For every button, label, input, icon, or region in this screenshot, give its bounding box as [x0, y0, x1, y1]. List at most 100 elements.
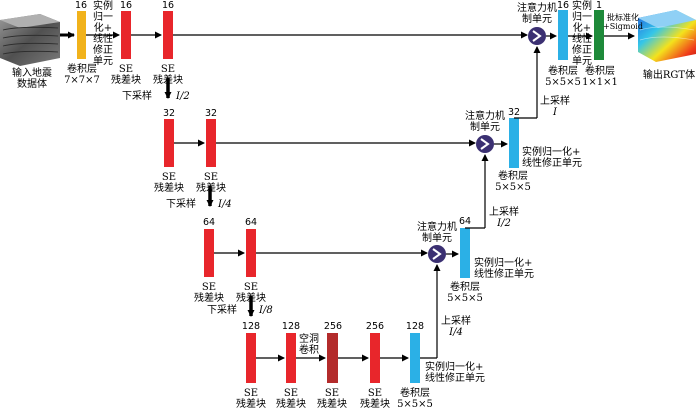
- channels-conv-l2: 32: [507, 107, 521, 118]
- conv-in-size: 7×7×7: [64, 75, 100, 86]
- se-label-l4-dilated: SE 残差块: [312, 388, 352, 410]
- conv555-size: 5×5×5: [545, 77, 581, 88]
- channels-l3-a: 64: [202, 217, 216, 228]
- channels-l4-a: 128: [241, 321, 261, 332]
- conv555-size: 5×5×5: [495, 182, 531, 193]
- channels-l1-a: 16: [119, 0, 133, 11]
- inorm-text: 修正: [572, 45, 592, 56]
- channels-conv-l4: 128: [405, 321, 425, 332]
- se-block-l2-a: [164, 119, 174, 167]
- conv555-label-l3: 卷积层 5×5×5: [442, 282, 488, 304]
- channels-l3-b: 64: [244, 217, 258, 228]
- conv555-text: 卷积层: [498, 171, 528, 182]
- channels-l4-b: 128: [281, 321, 301, 332]
- attention-unit-l1: [528, 27, 546, 45]
- channels-l1-b: 16: [161, 0, 175, 11]
- inorm-text: 线性: [572, 34, 592, 45]
- inorm-relu-vertical-right: 实例 归一 化+ 线性 修正 单元: [570, 1, 594, 67]
- inorm-text: 化+: [572, 23, 592, 34]
- channels-l2-a: 32: [162, 108, 176, 119]
- upsample-rate: I/2: [497, 218, 511, 229]
- se-label-line1: SE: [324, 388, 340, 399]
- downsample-rate-1: I/2: [176, 91, 190, 102]
- se-block-l1-b: [163, 11, 173, 59]
- input-label-line2: 数据体: [17, 79, 47, 90]
- se-label-line1: SE: [118, 64, 134, 75]
- upsample-label-2: 上采样 I/2: [489, 207, 519, 229]
- attention-line1: 注意力机: [465, 111, 505, 122]
- se-block-l3-a: [204, 229, 214, 277]
- downsample-label-2: 下采样: [166, 199, 196, 210]
- se-block-l4-c: [370, 333, 380, 383]
- upsample-label-1: 上采样 I: [540, 96, 570, 118]
- se-label-l3-a: SE 残差块: [189, 282, 229, 304]
- se-label-line1: SE: [203, 172, 219, 183]
- dilated-line1: 空洞: [299, 334, 319, 345]
- conv-in-label-text: 卷积层: [67, 64, 97, 75]
- channels-l4-dilated: 256: [323, 321, 343, 332]
- sigmoid-label: +Sigmoid: [603, 22, 643, 31]
- output-label: 输出RGT体: [642, 70, 696, 81]
- conv555-label-l4: 卷积层 5×5×5: [392, 388, 438, 410]
- channels-conv-in: 16: [74, 0, 88, 11]
- se-label-line2: 残差块: [153, 75, 183, 86]
- conv-555-l4: [410, 333, 420, 383]
- conv555-size: 5×5×5: [447, 293, 483, 304]
- upsample-text: 上采样: [540, 96, 570, 107]
- conv555-label-l2: 卷积层 5×5×5: [490, 171, 536, 193]
- se-block-l3-b: [246, 229, 256, 277]
- conv111-text: 卷积层: [585, 66, 615, 77]
- dilated-conv-block: [327, 333, 338, 383]
- se-label-l1-b: SE 残差块: [148, 64, 188, 86]
- output-rgt-volume: [638, 10, 696, 62]
- conv555-label-l1: 卷积层 5×5×5: [540, 66, 586, 88]
- downsample-rate-3: I/8: [259, 305, 273, 316]
- conv-555-l1: [558, 10, 568, 60]
- se-label-line1: SE: [283, 388, 299, 399]
- se-label-l1-a: SE 残差块: [106, 64, 146, 86]
- channels-final: 1: [595, 0, 603, 11]
- attention-line1: 注意力机: [517, 3, 557, 14]
- attention-label-l2: 注意力机 制单元: [457, 111, 513, 133]
- inorm-line1: 实例归一化+: [522, 147, 581, 158]
- channels-conv-l3: 64: [458, 216, 472, 227]
- se-block-l2-b: [206, 119, 216, 167]
- inorm-text: 实例: [572, 1, 592, 12]
- dilated-line2: 卷积: [299, 345, 319, 356]
- attention-line2: 制单元: [470, 122, 500, 133]
- conv-111-block: [594, 10, 604, 60]
- inorm-relu-label-l2: 实例归一化+ 线性修正单元: [522, 147, 582, 169]
- attention-line1: 注意力机: [417, 222, 457, 233]
- se-label-l4-c: SE 残差块: [355, 388, 395, 410]
- conv-7x7x7-block: [77, 11, 86, 59]
- upsample-rate: I/4: [449, 327, 463, 338]
- attention-unit-l2: [476, 135, 494, 153]
- upsample-text: 上采样: [441, 316, 471, 327]
- conv555-text: 卷积层: [400, 388, 430, 399]
- conv111-size: 1×1×1: [582, 77, 618, 88]
- inorm-relu-label-l3: 实例归一化+ 线性修正单元: [474, 258, 534, 280]
- inorm-text: 修正: [93, 45, 113, 56]
- inorm-line2: 线性修正单元: [425, 373, 485, 384]
- attention-label-l3: 注意力机 制单元: [409, 222, 465, 244]
- downsample-label-1: 下采样: [122, 91, 152, 102]
- se-block-l1-a: [121, 11, 131, 59]
- inorm-line2: 线性修正单元: [474, 269, 534, 280]
- upsample-text: 上采样: [489, 207, 519, 218]
- conv-in-label: 卷积层 7×7×7: [60, 64, 104, 86]
- conv-555-l3: [460, 228, 470, 278]
- se-label-l2-a: SE 残差块: [149, 172, 189, 194]
- se-label-line2: 残差块: [236, 293, 266, 304]
- conv555-text: 卷积层: [450, 282, 480, 293]
- inorm-line1: 实例归一化+: [474, 258, 533, 269]
- bn-label: 批标准化: [607, 13, 639, 22]
- se-label-line1: SE: [243, 388, 259, 399]
- channels-conv-l1: 16: [556, 0, 570, 11]
- se-label-l4-b: SE 残差块: [271, 388, 311, 410]
- se-label-line1: SE: [160, 64, 176, 75]
- se-label-line1: SE: [243, 282, 259, 293]
- inorm-text: 归一: [572, 12, 592, 23]
- conv-555-l2: [509, 118, 519, 168]
- input-label: 输入地震 数据体: [4, 68, 60, 90]
